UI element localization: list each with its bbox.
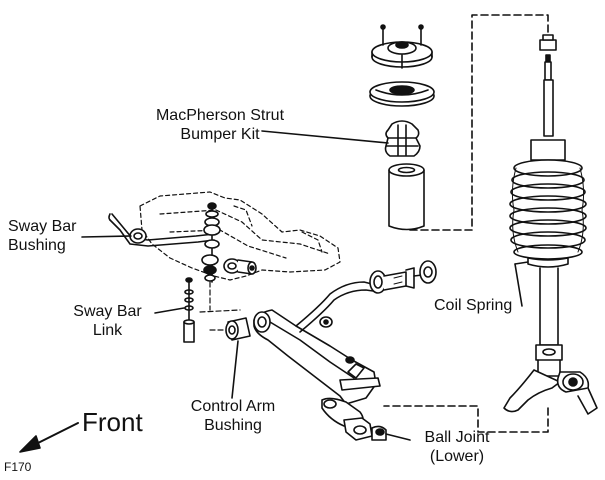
sway-bar-link-stack: [201, 202, 221, 283]
subframe: [139, 191, 341, 281]
leader-sway-bar-link: [154, 307, 185, 314]
sway-bar: [108, 213, 215, 247]
dashed-alignment-knuckle: [383, 405, 549, 433]
label-line: Ball Joint: [424, 429, 490, 446]
label-line: Link: [92, 322, 123, 339]
label-line: Control Arm: [190, 398, 276, 415]
subframe-bushing: [223, 258, 257, 275]
label-control-arm-bushing: Control Arm Bushing: [168, 397, 298, 435]
front-arrow-icon: [19, 422, 79, 453]
leader-sway-bar-bushing: [81, 235, 132, 238]
label-coil-spring: Coil Spring: [434, 297, 513, 314]
rear-bushing-bolt: [369, 260, 437, 294]
label-macpherson-strut-bumper-kit: MacPherson Strut Bumper Kit: [140, 106, 300, 144]
label-line: Sway Bar: [8, 218, 77, 235]
steering-knuckle: [503, 369, 598, 415]
leader-control-arm-bushing: [231, 340, 239, 399]
label-front: Front: [82, 407, 143, 437]
lower-control-arm: [253, 281, 381, 405]
leader-coil-spring: [514, 263, 523, 307]
label-line: Bushing: [8, 237, 66, 254]
dashed-alignment-top: [409, 14, 549, 231]
label-sway-bar-bushing: Sway Bar Bushing: [8, 217, 88, 255]
label-line: MacPherson Strut: [155, 107, 285, 124]
label-line: Bushing: [204, 417, 262, 434]
ball-joint-part: [321, 397, 387, 441]
coil-spring-shape: [509, 139, 587, 268]
strut-bumper: [384, 120, 421, 157]
control-arm-bushing-part: [225, 317, 251, 341]
strut-top-mount: [371, 24, 433, 69]
leader-macpherson: [261, 130, 389, 144]
label-ball-joint-lower: Ball Joint (Lower): [412, 428, 502, 466]
strut-bearing-plate: [369, 81, 435, 107]
leader-ball-joint: [385, 433, 411, 441]
strut-dust-boot: [388, 163, 425, 231]
dashed-link-path: [199, 281, 241, 331]
label-line: (Lower): [429, 448, 485, 465]
strut-rod: [539, 34, 557, 137]
sway-bar-link: [183, 277, 195, 343]
strut-body: [535, 267, 563, 377]
label-line: Sway Bar: [73, 303, 142, 320]
label-line: Bumper Kit: [180, 126, 260, 143]
label-sway-bar-link: Sway Bar Link: [60, 302, 155, 340]
figure-id: F170: [4, 460, 32, 474]
